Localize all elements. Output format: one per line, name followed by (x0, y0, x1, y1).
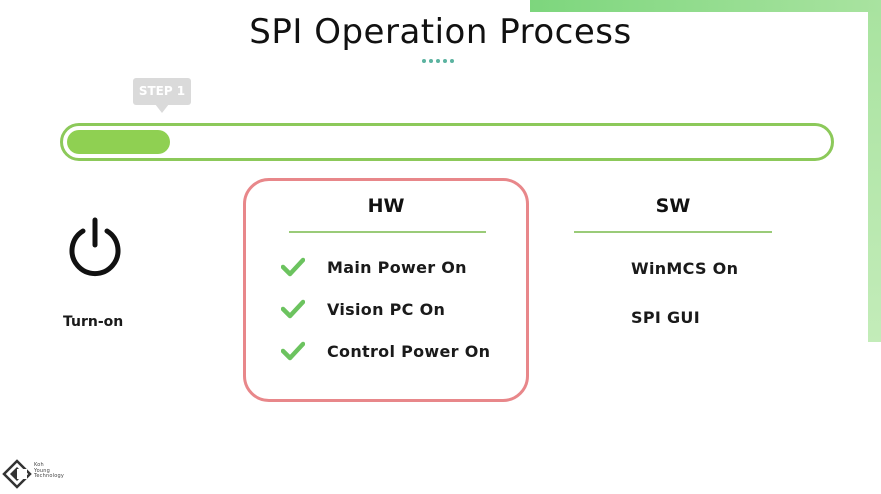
sw-heading: SW (655, 195, 691, 217)
checkmark-icon (281, 299, 305, 319)
logo-wordmark: Koh Young Technology (34, 462, 65, 479)
hw-item-label: Vision PC On (327, 299, 446, 319)
checkmark-icon (281, 257, 305, 277)
title-dots-decoration (422, 59, 454, 63)
hw-divider (289, 231, 486, 233)
decorative-corner-bar-top (530, 0, 881, 12)
sw-divider (574, 231, 772, 233)
sw-item-spi-gui: SPI GUI (631, 308, 700, 327)
turn-on-label: Turn-on (63, 314, 124, 330)
hw-heading: HW (367, 195, 405, 217)
hw-item-label: Main Power On (327, 257, 467, 277)
hw-box (243, 178, 529, 402)
step-badge: STEP 1 (133, 78, 191, 105)
hw-item-main-power: Main Power On (281, 257, 467, 277)
sw-item-winmcs: WinMCS On (631, 259, 739, 278)
progress-bar (60, 123, 834, 161)
hw-item-control-power: Control Power On (281, 341, 490, 361)
hw-item-label: Control Power On (327, 341, 491, 361)
progress-bar-fill (67, 130, 170, 154)
company-logo: Koh Young Technology (2, 458, 82, 490)
slide-title: SPI Operation Process (249, 12, 632, 52)
power-icon (69, 217, 121, 277)
hw-item-vision-pc: Vision PC On (281, 299, 445, 319)
koh-young-logo-icon (2, 459, 32, 489)
step-badge-pointer (155, 104, 169, 113)
checkmark-icon (281, 341, 305, 361)
decorative-corner-bar-right (868, 12, 881, 342)
